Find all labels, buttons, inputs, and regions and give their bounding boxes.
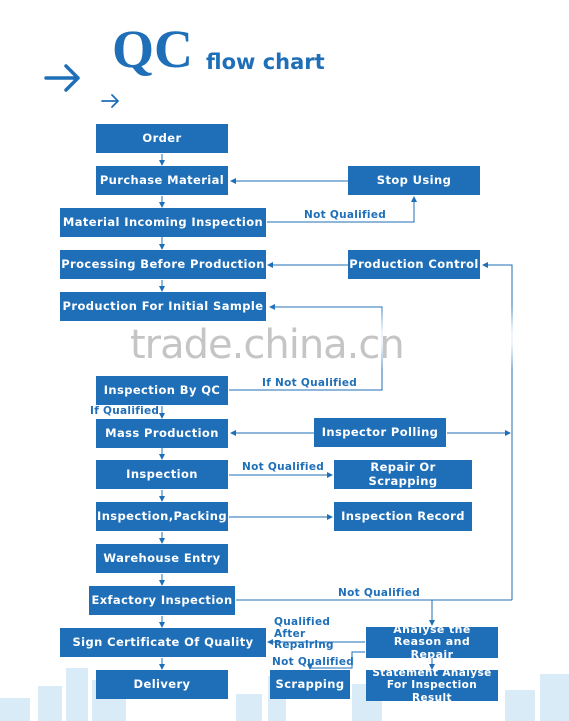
label-not-qualified-incoming: Not Qualified <box>304 209 387 221</box>
box-material-incoming-inspection: Material Incoming Inspection <box>60 208 266 237</box>
box-stop-using: Stop Using <box>348 166 480 195</box>
box-production-initial-sample: Production For Initial Sample <box>60 292 266 321</box>
box-repair-or-scrapping: Repair Or Scrapping <box>334 460 472 489</box>
box-production-control: Production Control <box>348 250 480 279</box>
label-not-qualified-exfactory: Not Qualified <box>338 587 421 599</box>
box-warehouse-entry: Warehouse Entry <box>96 544 228 573</box>
label-if-not-qualified: If Not Qualified <box>262 377 358 389</box>
box-inspector-polling: Inspector Polling <box>314 418 446 447</box>
title-flow-chart: flow chart <box>206 50 325 74</box>
label-not-qualified-scrapping: Not Qualified <box>272 656 355 668</box>
box-order: Order <box>96 124 228 153</box>
box-inspection-record: Inspection Record <box>334 502 472 531</box>
label-if-qualified: If Qualified <box>90 405 160 417</box>
box-delivery: Delivery <box>96 670 228 699</box>
box-inspection-packing: Inspection,Packing <box>96 502 228 531</box>
box-purchase-material: Purchase Material <box>96 166 228 195</box>
arrow-right-small-icon <box>101 94 119 108</box>
watermark: trade.china.cn <box>130 322 405 368</box>
box-inspection: Inspection <box>96 460 228 489</box>
box-analyse-reason: Analyse the Reason and Repair <box>366 623 498 661</box>
box-processing-before-production: Processing Before Production <box>60 250 266 279</box>
label-not-qualified-inspection: Not Qualified <box>242 461 325 473</box>
box-statement-analyse: Statement Analyse For Inspection Result <box>366 667 498 704</box>
label-qualified-after-repairing: Qualified After Repairing <box>274 616 334 652</box>
skyline-background <box>0 668 569 721</box>
arrow-right-icon <box>44 64 80 92</box>
box-inspection-by-qc: Inspection By QC <box>96 376 228 405</box>
box-mass-production: Mass Production <box>96 419 228 448</box>
title-qc: QC <box>112 19 193 79</box>
box-scrapping: Scrapping <box>270 670 350 699</box>
box-exfactory-inspection: Exfactory Inspection <box>89 586 235 615</box>
box-sign-certificate: Sign Certificate Of Quality <box>60 628 266 657</box>
